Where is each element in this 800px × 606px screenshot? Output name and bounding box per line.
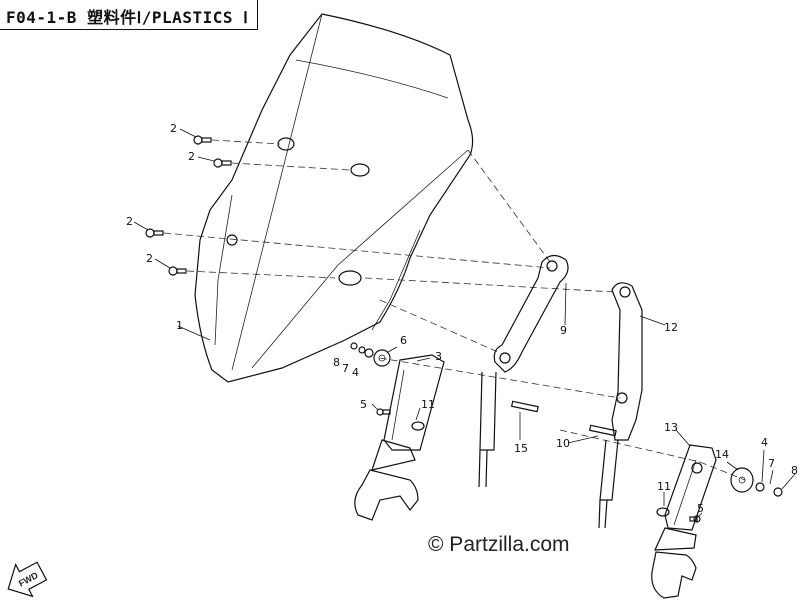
callout-2a: 2 [170,122,177,135]
callout-2d: 2 [146,252,153,265]
assembly-lines [163,139,746,481]
callout-5b: 5 [697,502,704,515]
small-hardware [350,342,783,523]
callout-numbers: 1 2 2 2 2 3 4 4 5 5 6 7 7 8 8 9 10 11 11… [126,122,798,515]
callout-14: 14 [715,448,729,461]
diagram-title: F04-1-B 塑料件Ⅰ/PLASTICS Ⅰ [6,8,249,27]
callout-6: 6 [400,334,407,347]
callout-8a: 8 [333,356,340,369]
callout-1: 1 [176,319,183,332]
right-bracket [598,282,643,529]
callout-11b: 11 [657,480,671,493]
callout-5a: 5 [360,398,367,411]
windshield [194,13,474,383]
right-mount [651,444,717,599]
callout-7a: 7 [342,362,349,375]
callout-11a: 11 [421,398,435,411]
callout-7b: 7 [768,457,775,470]
callout-4a: 4 [352,366,359,379]
copyright-watermark: © Partzilla.com [428,533,570,556]
callout-9: 9 [560,324,567,337]
callout-15: 15 [514,442,528,455]
callout-8b: 8 [791,464,798,477]
callout-12: 12 [664,321,678,334]
callout-2c: 2 [126,215,133,228]
callout-4b: 4 [761,436,768,449]
callout-13: 13 [664,421,678,434]
screws [145,135,232,276]
callout-3: 3 [435,350,442,363]
callout-10: 10 [556,437,570,450]
title-box: F04-1-B 塑料件Ⅰ/PLASTICS Ⅰ [0,0,258,30]
callout-2b: 2 [188,150,195,163]
left-mount [354,354,445,521]
leader-lines [133,128,796,518]
left-bracket [478,254,569,488]
fwd-arrow: FWD [7,561,48,598]
